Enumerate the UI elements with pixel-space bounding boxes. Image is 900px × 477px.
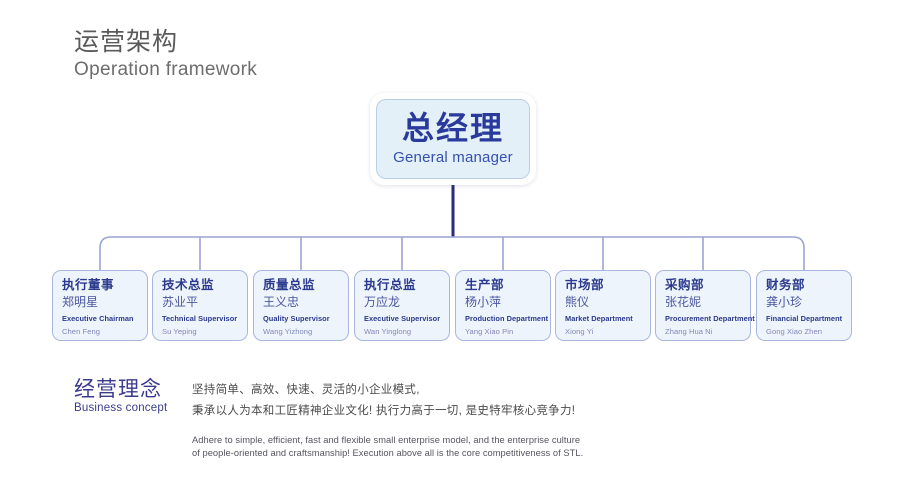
dept-title-en: Market Department <box>565 314 633 324</box>
dept-person-zh: 龚小珍 <box>766 294 803 309</box>
concept-body-en-line2: of people-oriented and craftsmanship! Ex… <box>192 448 584 459</box>
dept-title-en: Financial Department <box>766 314 843 324</box>
dept-title-zh: 执行董事 <box>62 278 115 292</box>
dept-title-zh: 技术总监 <box>162 278 215 292</box>
concept-label-en: Business concept <box>74 402 168 415</box>
business-concept-label: 经营理念 Business concept <box>74 378 204 414</box>
dept-title-en: Technical Supervisor <box>162 314 238 324</box>
dept-person-en: Zhang Hua Ni <box>665 327 713 337</box>
node-executive-chairman[interactable]: 执行董事 郑明星 Executive Chairman Chen Feng <box>52 270 148 341</box>
dept-title-zh: 财务部 <box>766 278 806 292</box>
dept-person-zh: 杨小萍 <box>465 294 502 309</box>
dept-person-zh: 郑明星 <box>62 294 99 309</box>
concept-body-zh-line2: 秉承以人为本和工匠精神企业文化! 执行力高于一切, 是史特牢核心竞争力! <box>192 405 576 418</box>
manager-title-en: General manager <box>393 149 513 167</box>
page-title: 运营架构 Operation framework <box>74 28 257 82</box>
dept-title-zh: 执行总监 <box>364 278 417 292</box>
dept-person-en: Chen Feng <box>62 327 101 337</box>
dept-person-en: Gong Xiao Zhen <box>766 327 823 337</box>
node-quality-supervisor[interactable]: 质量总监 王义忠 Quality Supervisor Wang Yizhong <box>253 270 349 341</box>
dept-person-zh: 万应龙 <box>364 294 401 309</box>
page-title-en: Operation framework <box>74 58 258 80</box>
dept-person-en: Yang Xiao Pin <box>465 327 514 337</box>
node-financial-department[interactable]: 财务部 龚小珍 Financial Department Gong Xiao Z… <box>756 270 852 341</box>
node-general-manager[interactable]: 总经理 General manager <box>370 93 536 185</box>
dept-title-en: Production Department <box>465 314 549 324</box>
dept-title-en: Procurement Department <box>665 314 755 324</box>
dept-title-zh: 生产部 <box>465 278 505 292</box>
node-executive-supervisor[interactable]: 执行总监 万应龙 Executive Supervisor Wan Yinglo… <box>354 270 450 341</box>
dept-title-zh: 质量总监 <box>263 278 316 292</box>
dept-title-en: Executive Chairman <box>62 314 134 324</box>
node-general-manager-inner: 总经理 General manager <box>376 99 530 179</box>
dept-title-en: Quality Supervisor <box>263 314 330 324</box>
manager-title-zh: 总经理 <box>401 109 504 146</box>
dept-person-en: Su Yeping <box>162 327 197 337</box>
dept-title-zh: 市场部 <box>565 278 605 292</box>
dept-person-en: Wan Yinglong <box>364 327 412 337</box>
dept-person-en: Xiong Yi <box>565 327 594 337</box>
dept-person-zh: 王义忠 <box>263 294 300 309</box>
horizontal-bus <box>99 236 805 270</box>
dept-person-zh: 熊仪 <box>565 294 590 309</box>
concept-body-en-line1: Adhere to simple, efficient, fast and fl… <box>192 434 581 445</box>
node-market-department[interactable]: 市场部 熊仪 Market Department Xiong Yi <box>555 270 651 341</box>
node-procurement-department[interactable]: 采购部 张花妮 Procurement Department Zhang Hua… <box>655 270 755 341</box>
dept-title-zh: 采购部 <box>665 278 705 292</box>
node-production-department[interactable]: 生产部 杨小萍 Production Department Yang Xiao … <box>455 270 551 341</box>
page-title-zh: 运营架构 <box>74 28 179 56</box>
concept-label-zh: 经营理念 <box>74 378 162 401</box>
dept-person-zh: 张花妮 <box>665 294 702 309</box>
concept-body-zh-line1: 坚持简单、高效、快速、灵活的小企业模式, <box>192 384 420 396</box>
node-technical-supervisor[interactable]: 技术总监 苏业平 Technical Supervisor Su Yeping <box>152 270 248 341</box>
dept-person-zh: 苏业平 <box>162 294 199 309</box>
dept-title-en: Executive Supervisor <box>364 314 441 324</box>
business-concept-body: 坚持简单、高效、快速、灵活的小企业模式, 秉承以人为本和工匠精神企业文化! 执行… <box>192 380 612 461</box>
department-row: 执行董事 郑明星 Executive Chairman Chen Feng 技术… <box>52 270 852 342</box>
dept-person-en: Wang Yizhong <box>263 327 313 337</box>
